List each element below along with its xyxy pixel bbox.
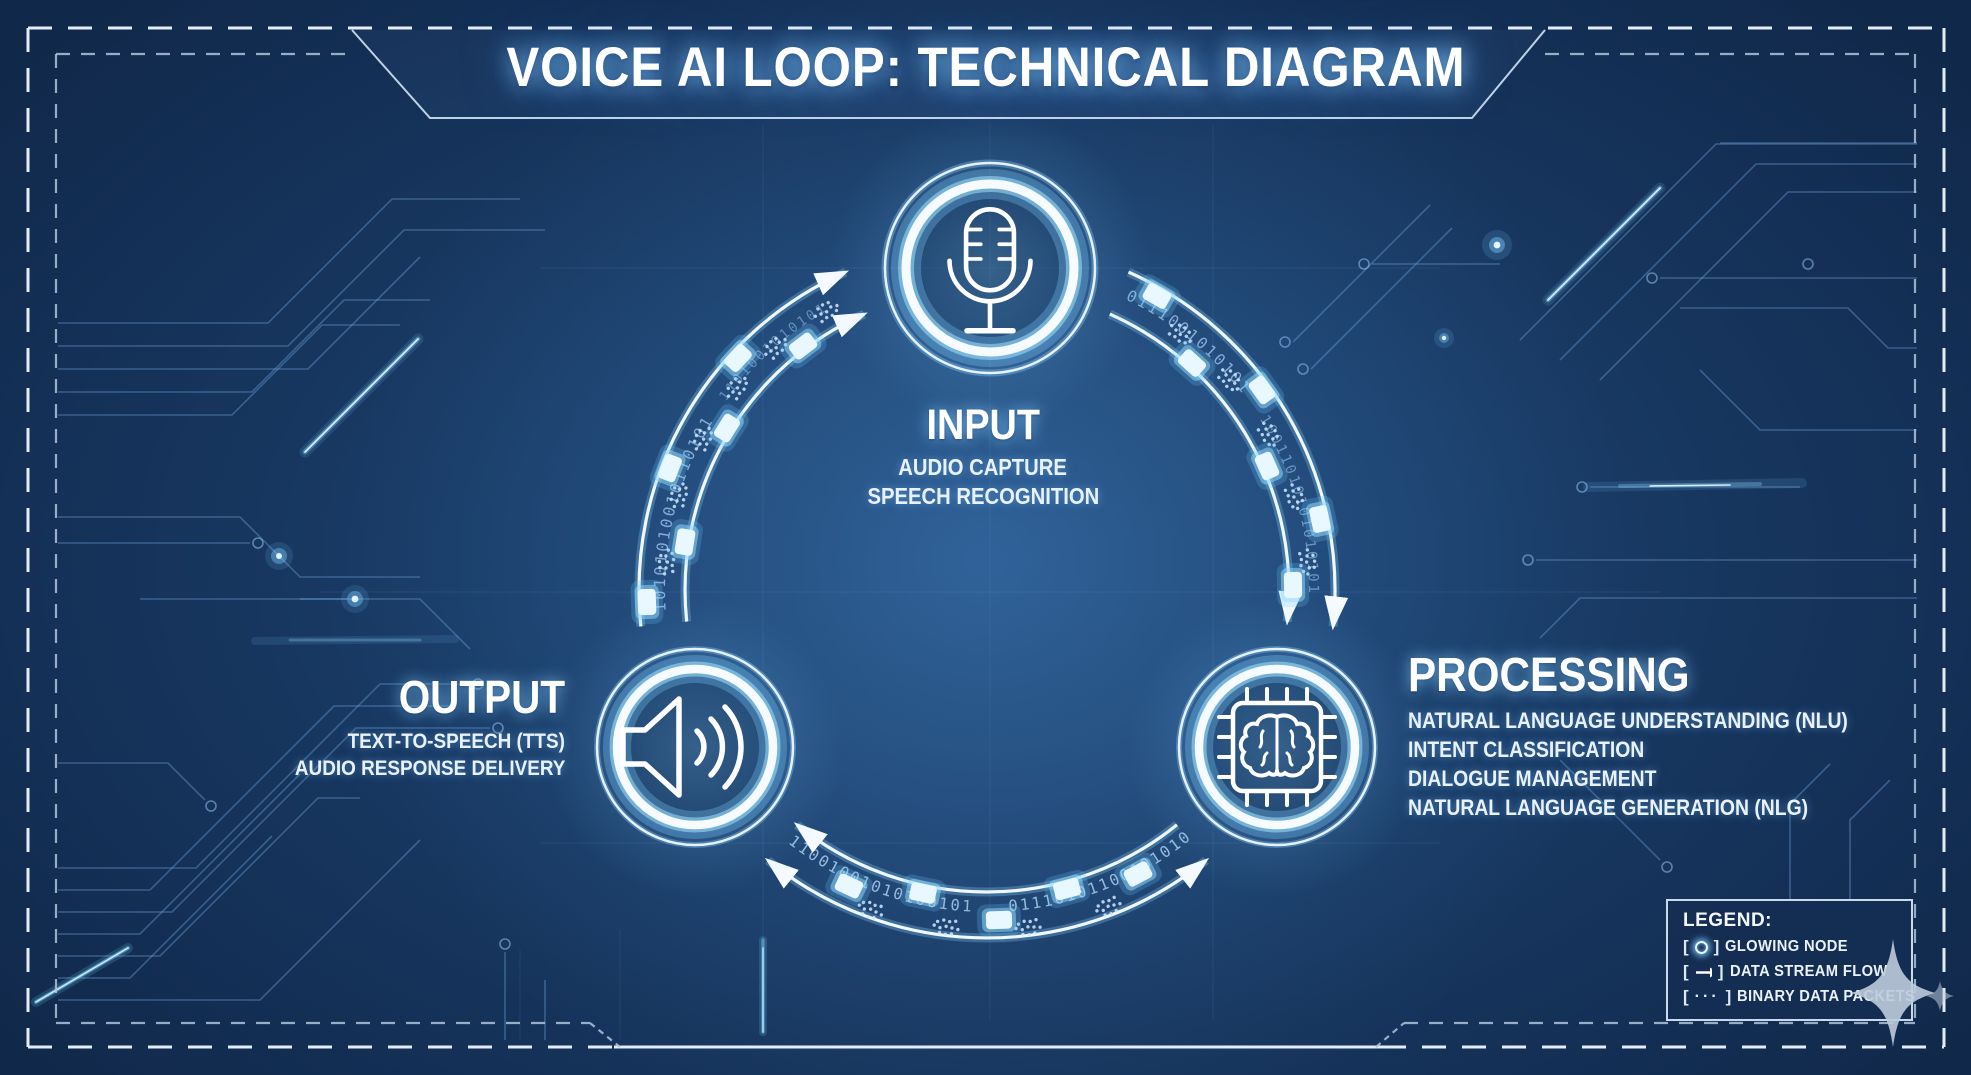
legend-label: GLOWING NODE [1725,938,1849,955]
input-node [830,108,1150,428]
glowing-node-icon [1694,940,1708,954]
processing-node [1127,597,1427,897]
legend-item-data-stream: [ ] DATA STREAM FLOW [1683,962,1888,981]
processing-detail-line: NATURAL LANGUAGE GENERATION (NLG) [1408,795,1809,820]
input-detail-line: SPEECH RECOGNITION [867,483,1099,509]
processing-detail-line: DIALOGUE MANAGEMENT [1408,766,1657,791]
arrow-right-icon [1695,967,1712,977]
page-title: VOICE AI LOOP: TECHNICAL DIAGRAM [505,35,1466,98]
arc-processing-to-output-outer [764,857,1210,940]
output-node [545,597,845,897]
chip-brain-icon [1217,687,1337,807]
output-detail-line: TEXT-TO-SPEECH (TTS) [347,729,565,753]
arc-output-to-input-outer [637,270,850,627]
speaker-icon [620,696,744,798]
binary-dots-icon: ··· [1694,988,1720,1005]
processing-node-label: PROCESSING [1408,649,1690,702]
microphone-icon [947,206,1033,334]
legend-title: LEGEND: [1683,910,1772,931]
sparkle-icon [1851,939,1954,1047]
legend-item-glowing-node: [ ] GLOWING NODE [1683,937,1849,956]
legend-label: DATA STREAM FLOW [1729,963,1888,980]
arc-processing-to-output-inner [793,822,1179,894]
input-node-label: INPUT [926,401,1040,449]
output-label-block: OUTPUT TEXT-TO-SPEECH (TTS) AUDIO RESPON… [258,674,565,782]
output-detail-line: AUDIO RESPONSE DELIVERY [294,756,565,780]
output-node-label: OUTPUT [398,671,565,723]
page-title-wrap: VOICE AI LOOP: TECHNICAL DIAGRAM [0,34,1971,99]
processing-detail-line: INTENT CLASSIFICATION [1408,737,1645,762]
processing-detail-line: NATURAL LANGUAGE UNDERSTANDING (NLU) [1408,708,1848,733]
outer-dashed-border [26,26,1946,1049]
title-banner [351,29,1546,119]
input-detail-line: AUDIO CAPTURE [898,454,1068,480]
inner-dashed-border [54,52,1917,1048]
input-label-block: INPUT AUDIO CAPTURE SPEECH RECOGNITION [851,402,1114,511]
arc-input-to-processing-outer [1127,270,1349,631]
processing-label-block: PROCESSING NATURAL LANGUAGE UNDERSTANDIN… [1408,650,1908,822]
